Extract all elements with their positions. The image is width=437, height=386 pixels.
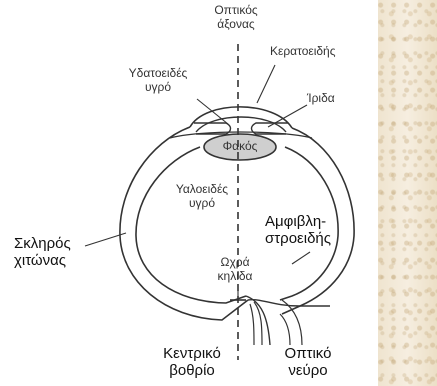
label-fovea-line-1: Κεντρικό (150, 345, 234, 362)
label-optic-axis: Οπτικός άξονας (196, 4, 276, 32)
label-aqueous-line-1: Υδατοειδές (113, 67, 203, 81)
optic-nerve-fiber-3 (280, 314, 290, 345)
label-optic-nerve: Οπτικό νεύρο (266, 345, 350, 380)
label-macula-line-2: κηλίδα (204, 270, 266, 284)
label-optic-nerve-line-2: νεύρο (266, 362, 350, 379)
label-vitreous-humor: Υαλοειδές υγρό (162, 183, 242, 211)
label-retina-line-1: Αμφιβλη- (265, 213, 331, 230)
label-aqueous-line-2: υγρό (113, 81, 203, 95)
label-optic-nerve-line-1: Οπτικό (266, 345, 350, 362)
label-fovea-line-2: βοθρίο (150, 362, 234, 379)
label-macula-line-1: Ωχρά (204, 256, 266, 270)
label-sclera-line-2: χιτώνας (14, 252, 71, 269)
optic-nerve-fiber-2 (250, 304, 254, 345)
label-retina-line-2: στροειδής (265, 230, 331, 247)
label-lens: Φακός (204, 140, 276, 154)
label-retina: Αμφιβλη- στροειδής (265, 213, 331, 248)
optic-nerve-top (248, 300, 330, 306)
label-optic-axis-line-2: άξονας (196, 18, 276, 32)
label-vitreous-line-2: υγρό (162, 197, 242, 211)
optic-nerve-bottom (246, 296, 270, 345)
leader-cornea (257, 65, 275, 103)
label-vitreous-line-1: Υαλοειδές (162, 183, 242, 197)
label-aqueous-humor: Υδατοειδές υγρό (113, 67, 203, 95)
label-fovea: Κεντρικό βοθρίο (150, 345, 234, 380)
label-macula: Ωχρά κηλίδα (204, 256, 266, 284)
label-cornea: Κερατοειδής (270, 45, 336, 59)
label-sclera: Σκληρός χιτώνας (14, 235, 71, 270)
leader-retina (292, 252, 310, 264)
leader-aqueous (197, 99, 228, 124)
label-iris: Ίριδα (307, 92, 335, 106)
label-optic-axis-line-1: Οπτικός (196, 4, 276, 18)
label-sclera-line-1: Σκληρός (14, 235, 71, 252)
